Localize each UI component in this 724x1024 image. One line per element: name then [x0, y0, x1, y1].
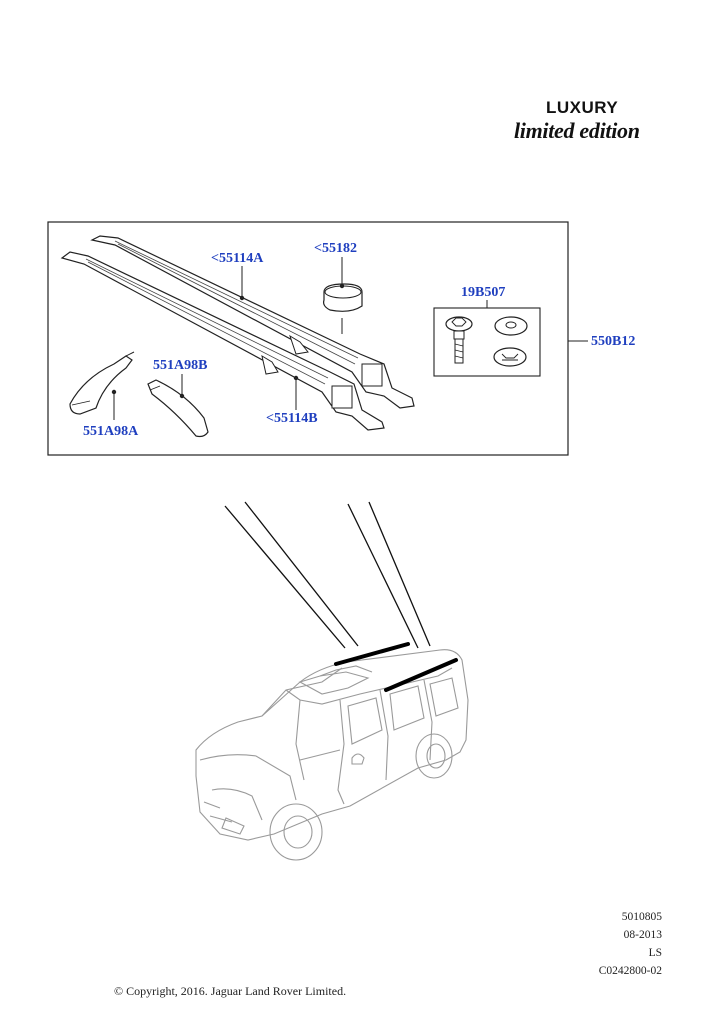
rail-cover-icon [147, 379, 209, 438]
installed-rail-left [334, 642, 410, 666]
end-cap-icon [323, 283, 363, 312]
installed-rail-right [384, 658, 458, 692]
callout-rail-a: <55114A [211, 251, 264, 266]
drawing-initials: LS [648, 947, 662, 959]
washer-icon [494, 316, 528, 336]
ref-number: 5010805 [621, 911, 662, 923]
drawing-date: 08-2013 [623, 929, 662, 941]
drawing-code: C0242800-02 [598, 965, 662, 977]
drawing-meta: 5010805 08-2013 LS C0242800-02 [542, 908, 662, 980]
roof-rail-icon [60, 251, 385, 431]
roof-rail-icon [90, 235, 415, 409]
callout-fixing-kit: 19B507 [461, 285, 506, 300]
edition-subtitle: limited edition [514, 118, 640, 143]
vehicle-icon [195, 649, 469, 861]
rail-cover-icon [69, 351, 135, 415]
callout-rail-b: <55114B [266, 411, 318, 426]
brand-title: LUXURY [546, 98, 619, 117]
copyright-notice: © Copyright, 2016. Jaguar Land Rover Lim… [114, 984, 347, 998]
callout-end-cap: <55182 [314, 241, 357, 256]
fixing-kit-frame [433, 307, 541, 377]
kit-frame [47, 221, 569, 456]
callout-cover-b: 551A98B [153, 358, 208, 373]
callout-kit-assembly: 550B12 [591, 334, 636, 349]
clip-icon [493, 347, 527, 367]
bolt-icon [445, 316, 473, 364]
callout-cover-a: 551A98A [83, 424, 139, 439]
